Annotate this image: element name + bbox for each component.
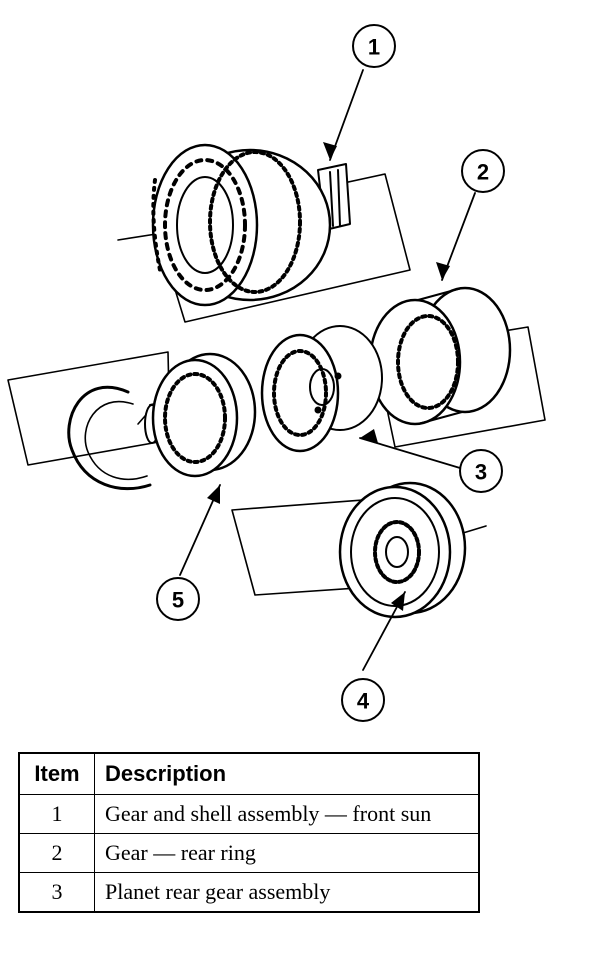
parts-table: Item Description 1 Gear and shell assemb… [18,752,480,913]
table-row: 1 Gear and shell assembly — front sun [18,794,480,834]
table-header-row: Item Description [18,752,480,795]
table-row: 2 Gear — rear ring [18,833,480,873]
callout-circle-3 [459,449,503,493]
retaining-ring [67,385,153,491]
callout-label-5: 5 [172,588,184,613]
item-description: Gear — rear ring [94,833,480,873]
planet-rear-gear-assembly [260,325,383,453]
item-description: Gear and shell assembly — front sun [94,794,480,834]
front-sun-gear-shell [117,143,411,323]
item-number: 3 [18,872,95,913]
item-column-header: Item [18,752,95,795]
table-row: 3 Planet rear gear assembly [18,872,480,913]
callout-circle-2 [461,149,505,193]
callout-circle-4 [341,678,385,722]
callout-label-1: 1 [368,35,380,60]
arrow-heads [207,142,450,611]
front-planet-gear-drum [231,481,487,619]
front-sun-gear-drum [7,351,257,478]
exploded-gear-diagram: 1 2 3 4 5 [7,24,546,722]
description-column-header: Description [94,752,480,795]
item-number: 2 [18,833,95,873]
item-number: 1 [18,794,95,834]
callout-label-2: 2 [477,160,489,185]
item-description: Planet rear gear assembly [94,872,480,913]
callout-circle-5 [156,577,200,621]
callout-circle-1 [352,24,396,68]
callout-label-4: 4 [357,689,370,714]
callout-label-3: 3 [475,460,487,485]
rear-ring-gear [368,286,546,448]
